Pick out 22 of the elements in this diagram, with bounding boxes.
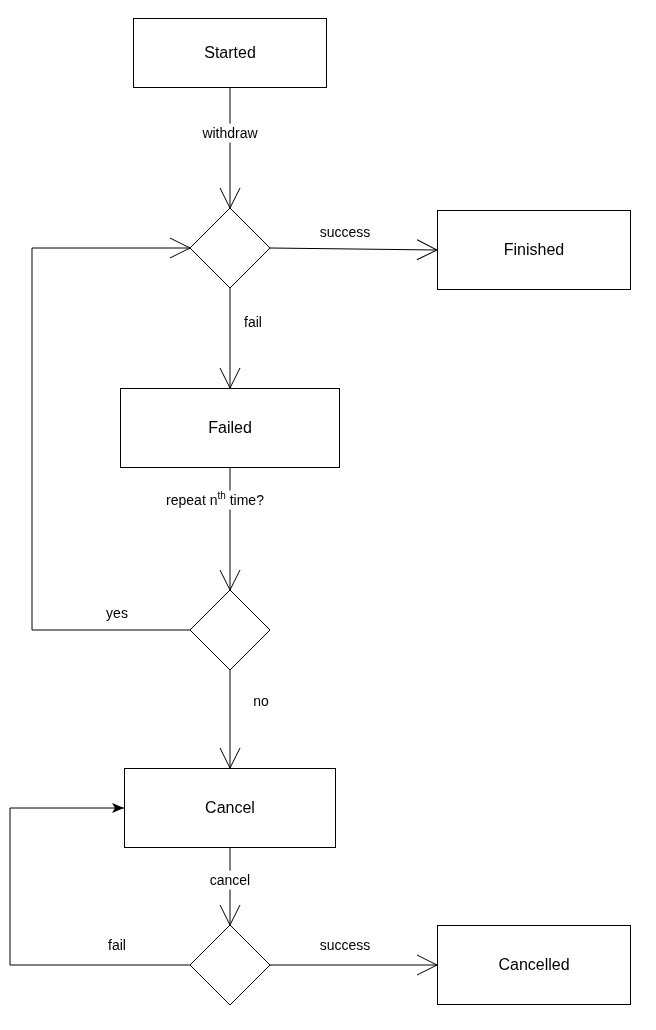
arrow: [9, 803, 191, 966]
arrow: [219, 669, 241, 769]
decision-diamond: [190, 208, 270, 288]
process-box: [133, 18, 327, 88]
arrow: [269, 239, 438, 261]
process-box: [124, 768, 336, 848]
edge-label: repeat n$^{th}$ time?: [164, 490, 266, 510]
arrow: [219, 287, 241, 389]
process-box: [437, 210, 631, 290]
process-box: [120, 388, 340, 468]
node-text: Cancelled: [497, 956, 571, 974]
arrow: [269, 954, 438, 976]
decision-diamond: [190, 925, 270, 1005]
node-text: Finished: [502, 241, 566, 259]
edge-label: cancel: [207, 870, 253, 890]
arrow: [31, 237, 191, 631]
node-text: Started: [203, 44, 257, 62]
node-text: Failed: [207, 419, 253, 437]
node-text: Cancel: [204, 799, 256, 817]
edge-label: withdraw: [200, 123, 260, 143]
decision-diamond: [190, 590, 270, 670]
process-box: [437, 925, 631, 1005]
